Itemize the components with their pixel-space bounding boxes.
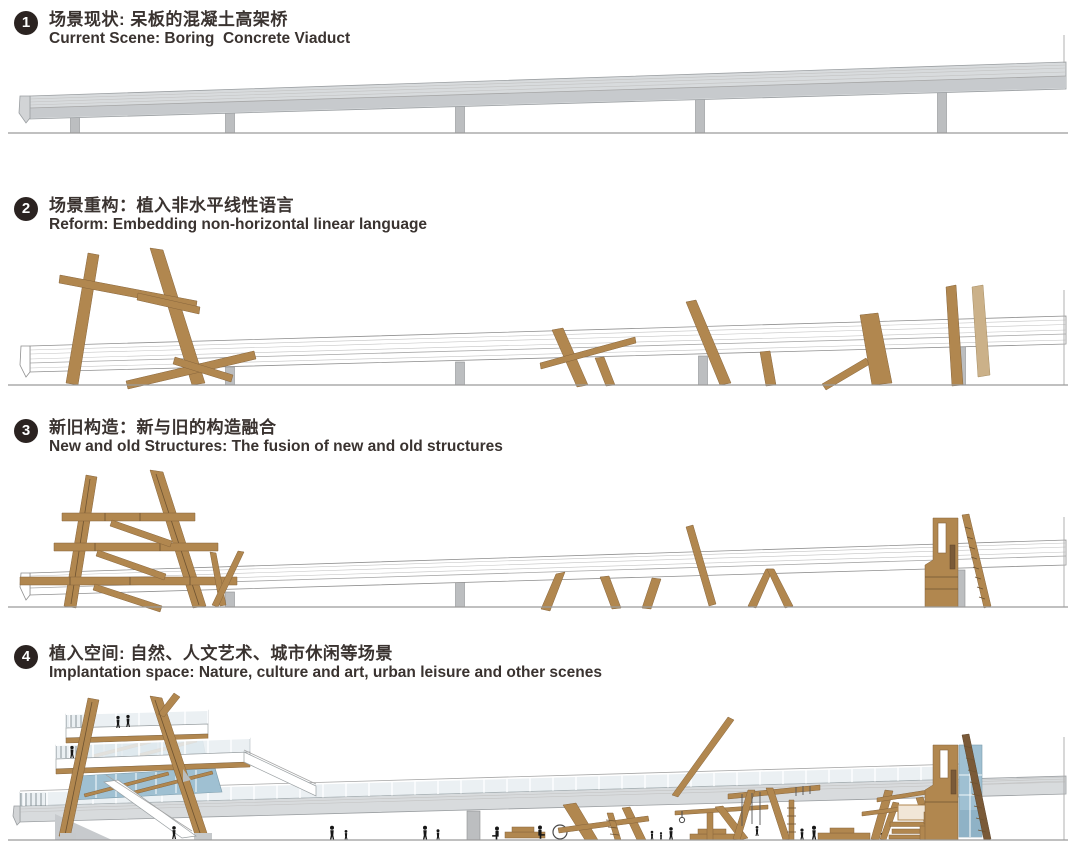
section-4-header: 4 植入空间: 自然、人文艺术、城市休闲等场景 Implantation spa… (14, 644, 602, 683)
illustration-reform-diagonal-timber (8, 247, 1068, 391)
section-2-title-zh: 场景重构：植入非水平线性语言 (49, 196, 294, 215)
section-3-title-zh: 新旧构造：新与旧的构造融合 (49, 418, 277, 437)
section-3-titles: 新旧构造：新与旧的构造融合 New and old Structures: Th… (49, 418, 503, 457)
section-2-header: 2 场景重构：植入非水平线性语言 Reform: Embedding non-h… (14, 196, 427, 235)
section-4-titles: 植入空间: 自然、人文艺术、城市休闲等场景 Implantation space… (49, 644, 602, 683)
section-2-titles: 场景重构：植入非水平线性语言 Reform: Embedding non-hor… (49, 196, 427, 235)
timber-mast (671, 716, 735, 798)
viaduct-deck (18, 61, 1067, 124)
section-1-number-badge: 1 (14, 11, 38, 35)
section-4-title-zh: 植入空间: 自然、人文艺术、城市休闲等场景 (49, 644, 393, 663)
illustration-new-old-structures (8, 469, 1068, 613)
section-1-titles: 场景现状: 呆板的混凝土高架桥 Current Scene: Boring Co… (49, 10, 350, 49)
section-2-number-badge: 2 (14, 197, 38, 221)
section-2-title-en: Reform: Embedding non-horizontal linear … (49, 216, 428, 234)
deck-beyond-pavilion (981, 776, 1067, 785)
section-1-title-zh: 场景现状: 呆板的混凝土高架桥 (49, 10, 288, 29)
viaduct-deck-outline (19, 539, 1067, 601)
section-1-title-en: Current Scene: Boring Concrete Viaduct (49, 30, 351, 48)
under-deck-furniture-and-people (329, 784, 884, 841)
section-4-title-en: Implantation space: Nature, culture and … (49, 664, 602, 682)
timber-frame-left (19, 469, 245, 613)
section-3-number-badge: 3 (14, 419, 38, 443)
section-1-header: 1 场景现状: 呆板的混凝土高架桥 Current Scene: Boring … (14, 10, 350, 49)
section-4-number-badge: 4 (14, 645, 38, 669)
timber-elements-mid (540, 524, 794, 612)
timber-observation-tower (55, 692, 317, 840)
timber-planks (58, 247, 991, 391)
section-3-header: 3 新旧构造：新与旧的构造融合 New and old Structures: … (14, 418, 503, 457)
illustration-implantation-space (8, 692, 1068, 841)
illustration-current-scene-viaduct (8, 35, 1068, 134)
section-3-title-en: New and old Structures: The fusion of ne… (49, 438, 503, 456)
timber-glass-pavilion (861, 733, 992, 841)
